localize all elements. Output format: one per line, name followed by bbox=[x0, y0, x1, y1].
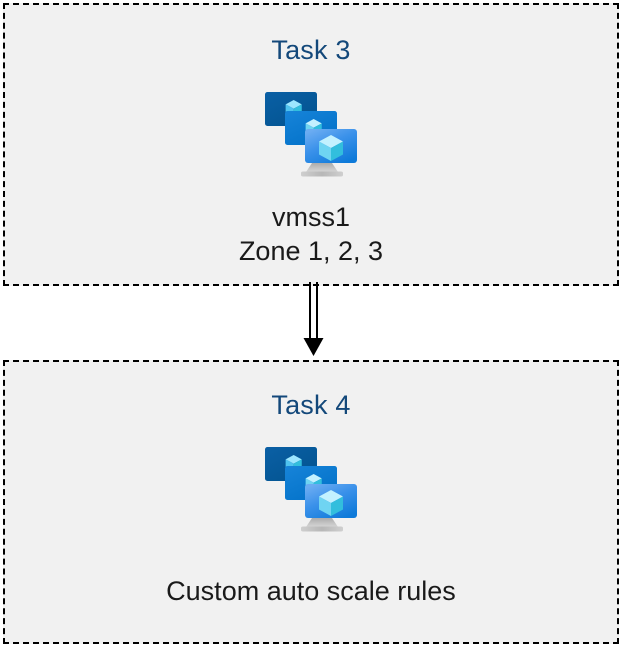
caption-block: vmss1 Zone 1, 2, 3 bbox=[239, 200, 383, 268]
task-box-title: Task 3 bbox=[271, 35, 351, 65]
azure-vm-scale-set-icon bbox=[265, 92, 357, 177]
caption-block: Custom auto scale rules bbox=[166, 574, 456, 608]
task-box-task-3[interactable]: Task 3 bbox=[3, 3, 619, 286]
caption-line: vmss1 bbox=[271, 202, 350, 232]
azure-vm-scale-set-icon bbox=[265, 447, 357, 532]
double-line-arrow-down-icon bbox=[303, 282, 324, 356]
task-box-title: Task 4 bbox=[271, 390, 351, 420]
task-box-task-4[interactable]: Task 4 bbox=[3, 360, 619, 644]
caption-line: Custom auto scale rules bbox=[166, 576, 456, 606]
icon-container bbox=[257, 86, 365, 184]
icon-container bbox=[257, 441, 365, 539]
caption-line: Zone 1, 2, 3 bbox=[238, 236, 384, 266]
